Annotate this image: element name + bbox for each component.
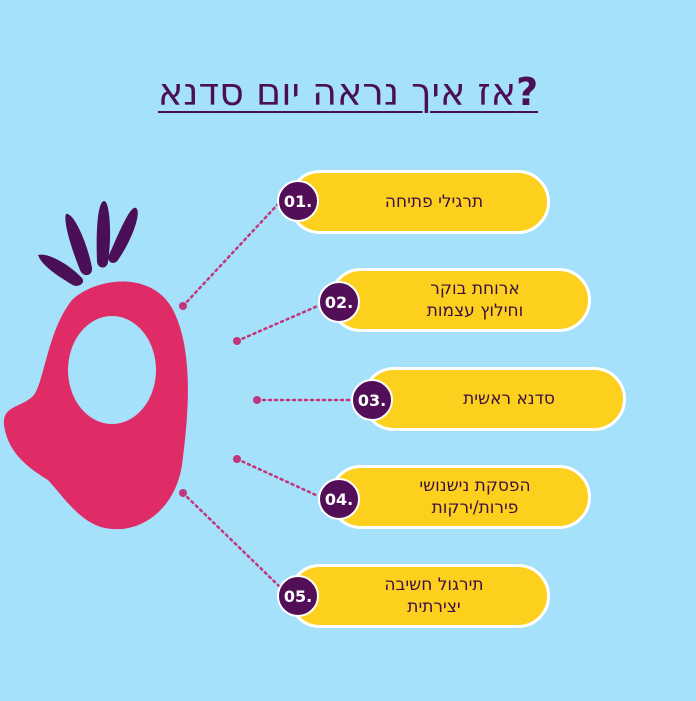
step-label-5: תירגול חשיבה יצירתית bbox=[384, 575, 484, 617]
step-card-5: תירגול חשיבה יצירתית bbox=[288, 564, 550, 628]
step-number-badge-5: 05. bbox=[277, 575, 319, 617]
step-number-badge-4: 04. bbox=[318, 478, 360, 520]
page-title: ?אז איך נראה יום סדנא bbox=[0, 70, 696, 114]
title-question-mark: ? bbox=[516, 70, 539, 114]
connector-lines bbox=[181, 201, 354, 588]
exclamation-sparks-icon bbox=[38, 201, 138, 286]
step-number-badge-2: 02. bbox=[318, 281, 360, 323]
step-number-badge-3: 03. bbox=[351, 379, 393, 421]
step-card-1: תרגילי פתיחה bbox=[288, 170, 550, 234]
step-label-4: הפסקת נישנושי פירות/ירקות bbox=[419, 476, 531, 518]
step-card-2: ארוחת בוקר וחילוץ עצמות bbox=[329, 268, 591, 332]
step-label-3: סדנא ראשית bbox=[463, 389, 555, 409]
step-number-badge-1: 01. bbox=[277, 180, 319, 222]
step-label-1: תרגילי פתיחה bbox=[384, 192, 484, 212]
step-card-4: הפסקת נישנושי פירות/ירקות bbox=[329, 465, 591, 529]
step-label-2: ארוחת בוקר וחילוץ עצמות bbox=[426, 279, 524, 321]
step-card-3: סדנא ראשית bbox=[362, 367, 626, 431]
title-text: אז איך נראה יום סדנא bbox=[157, 70, 517, 114]
connector-dots bbox=[179, 302, 261, 497]
speaking-head-icon bbox=[3, 281, 188, 530]
